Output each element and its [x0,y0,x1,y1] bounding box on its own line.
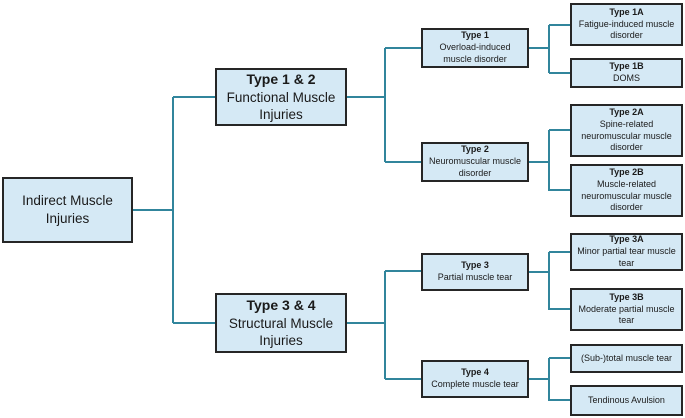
node-type-1b: Type 1B DOMS [570,58,683,88]
node-title: Type 2A [609,107,644,118]
node-type-3a: Type 3A Minor partial tear muscle tear [570,233,683,271]
node-title: Type 1B [609,61,644,72]
connector-t2-to-children [529,129,570,191]
node-type-3: Type 3 Partial muscle tear [421,253,529,291]
node-body: Spine-related neuromuscular muscle disor… [581,118,672,153]
node-title: Type 2 [461,144,489,155]
node-indirect-muscle-injuries: Indirect Muscle Injuries [2,177,133,243]
node-title: Type 3 & 4 [246,297,316,314]
node-title: Type 3A [609,234,644,245]
connector-root-to-level2 [133,96,215,324]
node-body: Neuromuscular muscle disorder [428,156,522,178]
node-body: DOMS [613,73,640,83]
node-body: Fatigue-induced muscle disorder [578,18,675,41]
node-type-2b: Type 2B Muscle-related neuromuscular mus… [570,164,683,217]
node-body: Minor partial tear muscle tear [577,246,676,268]
node-body: Indirect Muscle Injuries [22,193,113,226]
node-title: Type 3B [609,291,644,302]
node-title: Type 4 [461,367,489,378]
node-body: Muscle-related neuromuscular muscle diso… [581,178,672,213]
node-title: Type 3 [461,260,489,271]
node-type-1: Type 1 Overload-induced muscle disorder [421,28,529,68]
node-type-3-4-structural: Type 3 & 4 Structural Muscle Injuries [215,293,347,353]
node-tendinous-avulsion: Tendinous Avulsion [570,385,683,416]
node-subtotal-muscle-tear: (Sub-)total muscle tear [570,344,683,373]
node-body: Complete muscle tear [431,379,519,389]
node-body: Functional Muscle Injuries [226,89,336,123]
node-body: Partial muscle tear [437,272,513,282]
node-type-2a: Type 2A Spine-related neuromuscular musc… [570,104,683,157]
node-type-4: Type 4 Complete muscle tear [421,360,529,398]
connector-t4-to-children [529,357,570,401]
node-body: Overload-induced muscle disorder [439,42,511,64]
node-body: Tendinous Avulsion [588,394,665,405]
node-title: Type 2B [609,167,644,178]
node-type-3b: Type 3B Moderate partial muscle tear [570,288,683,331]
connector-t12-to-children [347,47,421,163]
node-title: Type 1A [609,6,644,17]
node-title: Type 1 & 2 [246,71,316,88]
node-body: Structural Muscle Injuries [228,315,334,349]
node-title: Type 1 [461,30,489,41]
node-body: Moderate partial muscle tear [578,303,675,326]
node-body: (Sub-)total muscle tear [580,352,673,363]
connector-t34-to-children [347,270,421,380]
node-type-1-2-functional: Type 1 & 2 Functional Muscle Injuries [215,68,347,126]
node-type-1a: Type 1A Fatigue-induced muscle disorder [570,3,683,46]
node-type-2: Type 2 Neuromuscular muscle disorder [421,142,529,182]
connector-t1-to-children [529,24,570,74]
connector-t3-to-children [529,251,570,310]
